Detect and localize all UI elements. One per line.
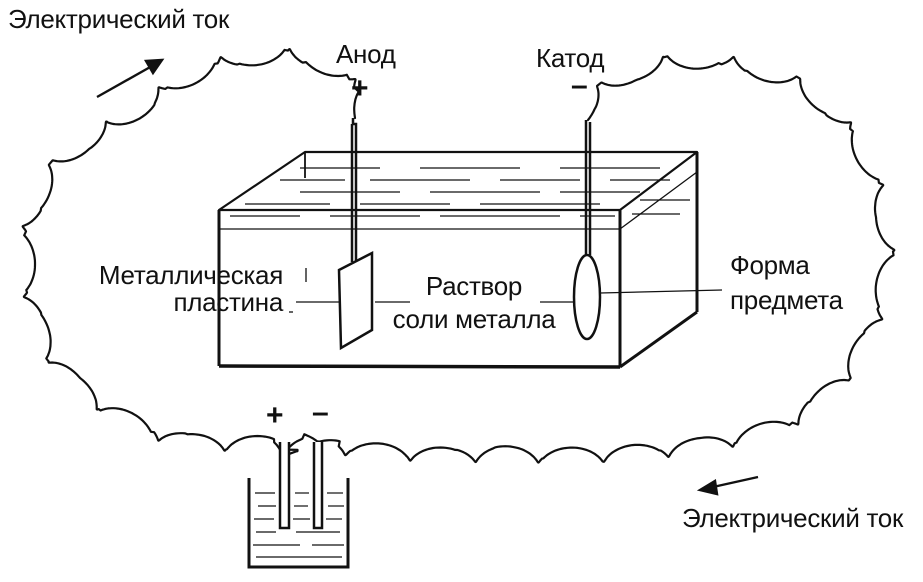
- form-label-line2: предмета: [730, 285, 843, 316]
- form-label: Форма предмета: [730, 250, 843, 316]
- solution-label: Раствор соли металла: [384, 271, 564, 335]
- anode-label: Анод: [336, 39, 396, 69]
- battery: [247, 442, 350, 569]
- coiled-wire: [21, 48, 896, 464]
- battery-plus-sign: +: [266, 399, 284, 432]
- cathode-label: Катод: [536, 43, 605, 73]
- plate-label-line2: пластина: [173, 287, 283, 318]
- cathode-electrode: [572, 120, 602, 341]
- solution-label-line1: Раствор: [425, 271, 523, 301]
- plate-label-line1: Металлическая: [98, 260, 283, 290]
- object-form: [572, 253, 602, 341]
- cathode-sign: –: [571, 69, 588, 102]
- solution-label-line2: соли металла: [392, 304, 556, 335]
- form-label-line1: Форма: [730, 250, 810, 280]
- leader-lines: [289, 268, 723, 313]
- solution-surface-hatching: [230, 167, 690, 217]
- plating-tank: [217, 150, 699, 369]
- anode-electrode: [337, 118, 374, 351]
- battery-minus-sign: –: [312, 396, 329, 429]
- plate-label: Металлическая пластина: [98, 260, 283, 318]
- anode-sign: +: [351, 72, 369, 105]
- current-arrow-top: [96, 58, 165, 99]
- current-arrow-bottom: [696, 475, 759, 496]
- current-label-top: Электрический ток: [8, 4, 230, 34]
- current-label-bottom: Электрический ток: [682, 503, 904, 533]
